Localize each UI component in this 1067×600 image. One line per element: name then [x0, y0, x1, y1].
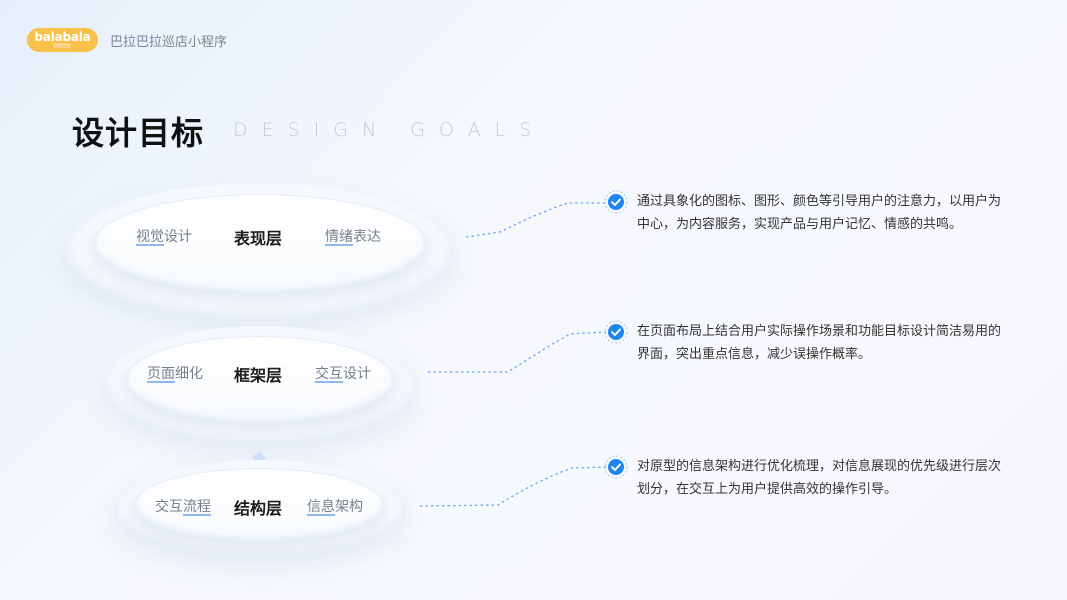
layer-bottom-left-label: 交互流程 [155, 499, 211, 515]
app-title: 巴拉巴拉巡店小程序 [110, 35, 228, 50]
layer-middle-inner-ring [126, 336, 394, 424]
check-circle-icon [604, 320, 628, 344]
layer-top-description: 通过具象化的图标、图形、颜色等引导用户的注意力，以用户为中心，为内容服务，实现产… [637, 194, 1002, 232]
page-title-en: DESIGN GOALS [233, 119, 546, 141]
logo-subtext: 巴拉巴拉 [53, 43, 72, 49]
brand-logo: balabala 巴拉巴拉 [27, 28, 98, 52]
connector-line-2 [428, 331, 607, 373]
layer-middle-left-label: 页面细化 [147, 366, 203, 382]
layer-top-inner-ring [94, 194, 426, 294]
layer-bottom-description: 对原型的信息架构进行优化梳理，对信息展现的优先级进行层次划分，在交互上为用户提供… [637, 459, 1002, 497]
layer-top-title: 表现层 [234, 229, 283, 248]
page-title: 设计目标 [72, 114, 205, 152]
connector-line-1 [465, 202, 606, 238]
check-circle-icon [604, 455, 628, 479]
layer-middle-description: 在页面布局上结合用户实际操作场景和功能目标设计简洁易用的界面，突出重点信息，减少… [637, 324, 1002, 362]
layer-middle-right-label: 交互设计 [315, 366, 371, 382]
connector-line-3 [419, 466, 607, 507]
layer-bottom-title: 结构层 [234, 499, 283, 518]
layer-bottom-inner-ring [134, 468, 384, 542]
layer-top-left-label: 视觉设计 [136, 229, 192, 245]
logo-text: balabala [34, 30, 91, 44]
check-circle-icon [604, 190, 628, 214]
layer-top-right-label: 情绪表达 [325, 229, 381, 245]
layer-middle-title: 框架层 [234, 366, 283, 385]
layer-bottom-right-label: 信息架构 [307, 499, 363, 515]
